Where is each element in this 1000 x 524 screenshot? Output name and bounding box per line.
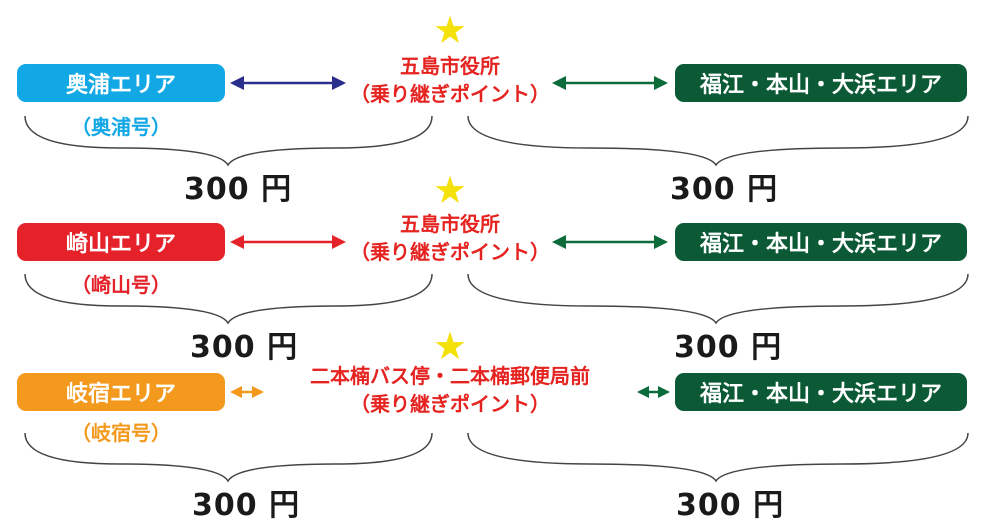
route-name: （岐宿号） (71, 421, 171, 445)
area-pill-okuura: 奥浦エリア (17, 64, 225, 102)
fare-right: 300 円 (670, 172, 779, 207)
area-pill-fukue: 福江・本山・大浜エリア (675, 373, 967, 411)
area-pill-fukue: 福江・本山・大浜エリア (675, 223, 967, 261)
transfer-point: 五島市役所 （乗り継ぎポイント） (342, 52, 558, 108)
area-pill-fukue: 福江・本山・大浜エリア (675, 64, 967, 102)
right-arrow (637, 386, 670, 398)
right-arrow (552, 76, 668, 90)
route-name: （崎山号） (71, 273, 171, 297)
transfer-point-note: （乗り継ぎポイント） (350, 240, 550, 264)
fare-left: 300 円 (190, 330, 299, 365)
left-brace (24, 115, 433, 167)
transfer-point-note: （乗り継ぎポイント） (350, 392, 550, 416)
right-brace (467, 115, 969, 167)
fare-row-kishiku: 岐宿エリア （岐宿号） ★ 二本楠バス停・二本楠郵便局前 （乗り継ぎポイント） … (0, 324, 1000, 523)
row-lines (24, 386, 969, 483)
area-label: 福江・本山・大浜エリア (699, 382, 942, 407)
row-lines (24, 235, 969, 325)
area-label: 岐宿エリア (65, 382, 176, 407)
star-icon: ★ (432, 8, 468, 52)
fare-row-okuura: 奥浦エリア （奥浦号） ★ 五島市役所 （乗り継ぎポイント） 福江・本山・大浜エ… (0, 0, 1000, 207)
transfer-point-name: 五島市役所 (400, 212, 500, 236)
left-arrow (230, 386, 264, 398)
transfer-point-name: 五島市役所 (400, 54, 500, 78)
transfer-point-name: 二本楠バス停・二本楠郵便局前 (310, 364, 590, 388)
left-arrow (230, 76, 346, 90)
area-label: 崎山エリア (65, 232, 176, 257)
area-pill-sakiyama: 崎山エリア (17, 223, 225, 261)
fare-right: 300 円 (674, 330, 783, 365)
transfer-point: 五島市役所 （乗り継ぎポイント） (342, 210, 558, 266)
route-name: （奥浦号） (71, 115, 171, 139)
row-lines (24, 76, 969, 167)
right-brace (467, 273, 969, 325)
left-brace (24, 273, 433, 325)
transfer-point-note: （乗り継ぎポイント） (350, 82, 550, 106)
fare-left: 300 円 (192, 488, 301, 523)
fare-right: 300 円 (676, 488, 785, 523)
fare-left: 300 円 (184, 172, 293, 207)
left-arrow (230, 235, 346, 249)
transfer-point: 二本楠バス停・二本楠郵便局前 （乗り継ぎポイント） (268, 362, 632, 418)
area-pill-kishiku: 岐宿エリア (17, 373, 225, 411)
area-label: 福江・本山・大浜エリア (699, 232, 942, 257)
right-brace (467, 432, 969, 483)
star-icon: ★ (432, 168, 468, 212)
right-arrow (552, 235, 668, 249)
area-label: 福江・本山・大浜エリア (699, 73, 942, 98)
area-label: 奥浦エリア (65, 73, 176, 98)
star-icon: ★ (432, 324, 468, 368)
fare-row-sakiyama: 崎山エリア （崎山号） ★ 五島市役所 （乗り継ぎポイント） 福江・本山・大浜エ… (0, 168, 1000, 365)
left-brace (24, 432, 433, 483)
